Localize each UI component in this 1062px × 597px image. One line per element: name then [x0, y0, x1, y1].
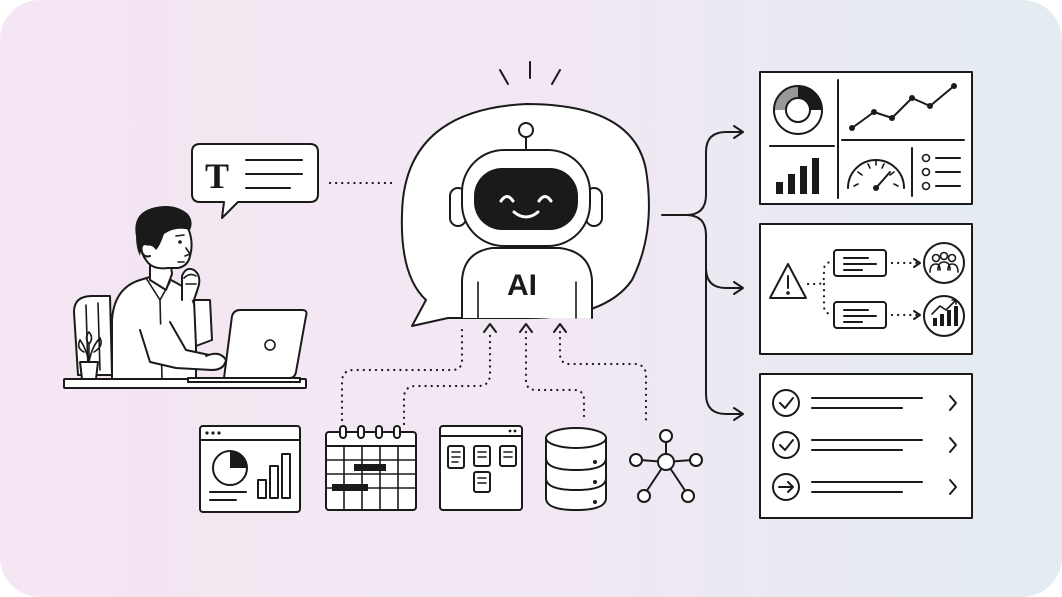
team-icon — [923, 242, 965, 284]
calendar-schedule-icon — [325, 425, 417, 511]
growth-chart-icon — [923, 295, 965, 337]
arrow-right-icon — [778, 481, 794, 493]
input-connectors — [340, 323, 648, 426]
ai-assistant-bubble: AI — [400, 61, 650, 327]
check-item-1 — [772, 389, 957, 417]
text-glyph: T — [205, 156, 229, 196]
text-prompt-bubble: T — [191, 143, 319, 219]
chevron-right-icon — [949, 479, 957, 495]
sparkle-lines — [499, 61, 561, 85]
alert-routing-panel — [759, 223, 973, 355]
list-legend-icon — [921, 153, 961, 191]
checklist-panel — [759, 373, 973, 519]
pending-item — [772, 473, 957, 501]
trend-line-icon — [851, 85, 955, 129]
ai-badge-label: AI — [507, 269, 537, 302]
chevron-right-icon — [949, 437, 957, 453]
output-branch-connector — [661, 125, 744, 421]
bar-chart-icon — [776, 158, 819, 194]
person-at-laptop-illustration — [63, 206, 308, 389]
database-icon — [545, 427, 607, 511]
browser-analytics-icon — [199, 425, 301, 513]
chevron-right-icon — [949, 395, 957, 411]
gauge-icon — [847, 159, 905, 191]
check-item-2 — [772, 431, 957, 459]
kanban-board-icon — [439, 425, 523, 511]
dashboard-panel — [759, 71, 973, 205]
network-nodes-icon — [629, 429, 703, 503]
